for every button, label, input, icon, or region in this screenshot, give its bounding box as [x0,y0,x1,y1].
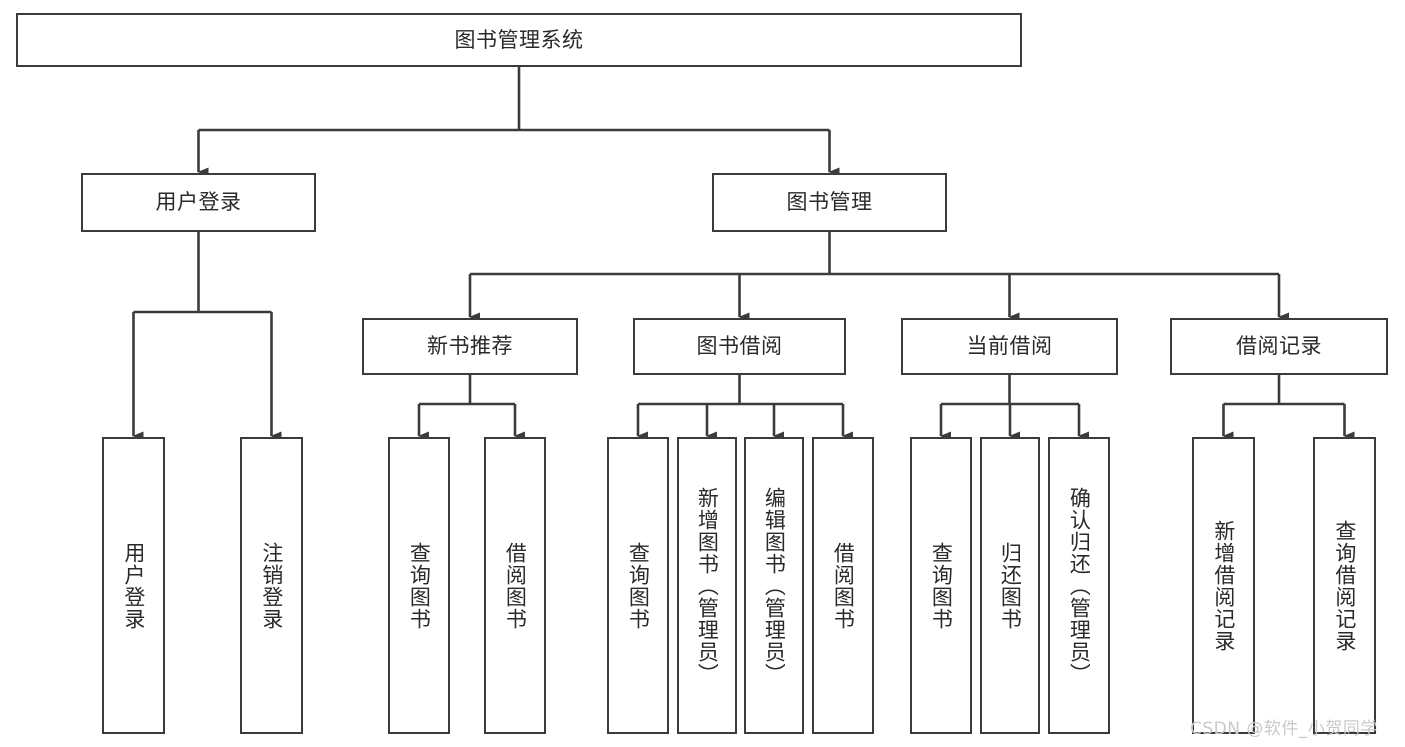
node-leaf-edit-book-admin[interactable]: 编辑图书（管理员） [744,437,804,734]
node-leaf-user-login[interactable]: 用户登录 [102,437,165,734]
node-label: 借阅记录 [1236,334,1322,359]
node-label: 图书借阅 [696,334,783,359]
node-leaf-borrow-book[interactable]: 借阅图书 [812,437,874,734]
node-label: 图书管理系统 [454,27,584,52]
node-label: 查询图书 [929,541,953,630]
node-leaf-query-book-new[interactable]: 查询图书 [388,437,450,734]
node-leaf-return-book[interactable]: 归还图书 [980,437,1040,734]
node-leaf-confirm-return-admin[interactable]: 确认归还（管理员） [1048,437,1110,734]
node-label: 当前借阅 [966,334,1053,359]
node-book-borrow[interactable]: 图书借阅 [633,318,846,375]
node-label: 查询图书 [626,541,650,630]
node-root[interactable]: 图书管理系统 [16,13,1022,67]
node-label: 注销登录 [260,541,283,630]
node-label: 新增借阅记录 [1212,519,1235,652]
node-label: 借阅图书 [503,541,527,630]
node-label: 查询图书 [407,541,431,630]
node-label: 编辑图书（管理员） [762,486,786,685]
node-label: 借阅图书 [831,541,855,630]
node-book-management[interactable]: 图书管理 [712,173,947,232]
node-label: 新书推荐 [427,334,513,359]
node-current-borrow[interactable]: 当前借阅 [901,318,1118,375]
node-new-book-recommend[interactable]: 新书推荐 [362,318,578,375]
csdn-watermark: CSDN @软件_小贺同学 [1190,719,1378,739]
node-leaf-query-borrow-record[interactable]: 查询借阅记录 [1313,437,1376,734]
node-label: 查询借阅记录 [1333,519,1356,652]
node-leaf-borrow-book-new[interactable]: 借阅图书 [484,437,546,734]
node-leaf-add-borrow-record[interactable]: 新增借阅记录 [1192,437,1255,734]
node-label: 确认归还（管理员） [1067,486,1091,685]
node-label: 归还图书 [998,541,1022,630]
node-leaf-query-book-current[interactable]: 查询图书 [910,437,972,734]
node-label: 用户登录 [122,541,145,630]
node-leaf-logout[interactable]: 注销登录 [240,437,303,734]
node-leaf-add-book-admin[interactable]: 新增图书（管理员） [677,437,737,734]
node-borrow-record[interactable]: 借阅记录 [1170,318,1388,375]
node-leaf-query-book-borrow[interactable]: 查询图书 [607,437,669,734]
node-label: 图书管理 [786,190,873,215]
node-label: 新增图书（管理员） [695,486,719,685]
connector-group [132,67,1355,441]
node-user-login[interactable]: 用户登录 [81,173,316,232]
node-label: 用户登录 [155,190,242,215]
